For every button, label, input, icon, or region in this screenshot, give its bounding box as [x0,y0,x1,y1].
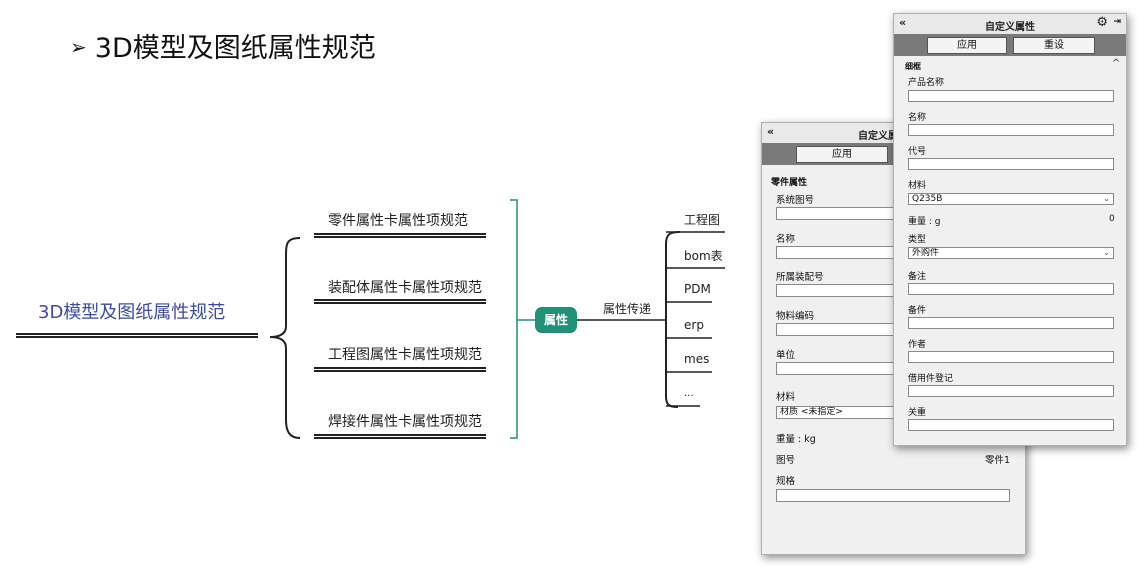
slide-title-text: 3D模型及图纸属性规范 [94,33,376,64]
field-label-borrowed-part: 借用件登记 [908,374,954,384]
field-label-drawing-no: 图号 [776,455,796,466]
field-label-name: 名称 [776,234,796,245]
field-label-author: 作者 [908,340,927,350]
leaf-mes: mes [684,352,710,366]
mindmap-root-label: 3D模型及图纸属性规范 [38,302,226,323]
chevron-down-icon: ⌄ [1103,194,1110,203]
branch-assembly-attributes: 装配体属性卡属性项规范 [328,280,482,296]
material-select[interactable]: Q235B ⌄ [908,193,1114,205]
branch-line [314,299,486,304]
mindmap-root-line [16,333,258,338]
weight-label: 重量 : g [908,217,941,227]
weight-value: 0 [1109,214,1115,224]
field-label-critical: 关重 [908,408,927,418]
panel-title: 自定义属性 [985,22,1035,33]
branch-part-attributes: 零件属性卡属性项规范 [328,213,468,229]
leaf-pdm: PDM [684,282,711,296]
panel-button-bar: 应用 重设 [894,34,1126,56]
slide-title: ➢ 3D模型及图纸属性规范 [70,26,376,65]
bullet-arrow-icon: ➢ [70,35,87,59]
gear-icon[interactable]: ⚙ [1096,15,1108,30]
critical-input[interactable] [908,419,1114,431]
collapse-section-icon[interactable]: ^ [1112,58,1121,69]
field-label-material-code: 物料编码 [776,311,815,322]
attribute-node: 属性 [535,307,577,333]
panel-title-bar: « 自定义属性 ⚙ ⇥ [894,14,1126,34]
field-label-unit: 单位 [776,350,796,361]
field-label-spec: 规格 [776,476,796,487]
type-select-value: 外购件 [912,248,940,258]
field-label-spare-part: 备件 [908,306,927,316]
field-label-material: 材料 [776,392,796,403]
apply-button[interactable]: 应用 [927,37,1007,54]
field-label-type: 类型 [908,235,927,245]
panel-title: 自定义属 [858,131,898,142]
branch-drawing-attributes: 工程图属性卡属性项规范 [328,347,482,363]
leaf-more: ... [684,388,694,399]
spare-part-input[interactable] [908,317,1114,329]
branch-line [314,434,486,439]
author-input[interactable] [908,351,1114,363]
leaf-bom: bom表 [684,249,723,263]
type-select[interactable]: 外购件 ⌄ [908,247,1114,259]
spec-input[interactable] [776,489,1010,502]
branch-line [314,233,486,238]
product-name-input[interactable] [908,90,1114,102]
branch-line [314,367,486,372]
borrowed-part-input[interactable] [908,385,1114,397]
remarks-input[interactable] [908,283,1114,295]
leaf-drawing: 工程图 [684,213,721,227]
collapse-icon[interactable]: « [899,16,907,29]
material-select-value: Q235B [912,194,943,204]
field-label-remarks: 备注 [908,272,927,282]
field-label-material: 材料 [908,181,927,191]
attribute-transfer-label: 属性传递 [603,302,652,316]
code-input[interactable] [908,158,1114,170]
collapse-icon[interactable]: « [767,125,775,138]
pin-icon[interactable]: ⇥ [1113,17,1121,27]
field-label-assembly-no: 所属装配号 [776,272,824,283]
section-header: 零件属性 [771,178,808,188]
reset-button[interactable]: 重设 [1013,37,1095,54]
field-label-name: 名称 [908,113,927,123]
chevron-down-icon: ⌄ [1103,248,1110,257]
drawing-no-value: 零件1 [985,455,1011,466]
field-label-code: 代号 [908,147,927,157]
section-header: 细框 [905,62,921,71]
weight-label: 重量 : kg [776,434,816,445]
name-input[interactable] [908,124,1114,136]
leaf-erp: erp [684,318,704,332]
field-label-system-drawing-no: 系统图号 [776,195,815,206]
field-label-product-name: 产品名称 [908,78,945,88]
apply-button[interactable]: 应用 [796,146,888,163]
custom-properties-panel: « 自定义属性 ⚙ ⇥ 应用 重设 细框 ^ 产品名称 名称 代号 材料 Q23… [893,13,1127,446]
branch-weldment-attributes: 焊接件属性卡属性项规范 [328,414,482,430]
